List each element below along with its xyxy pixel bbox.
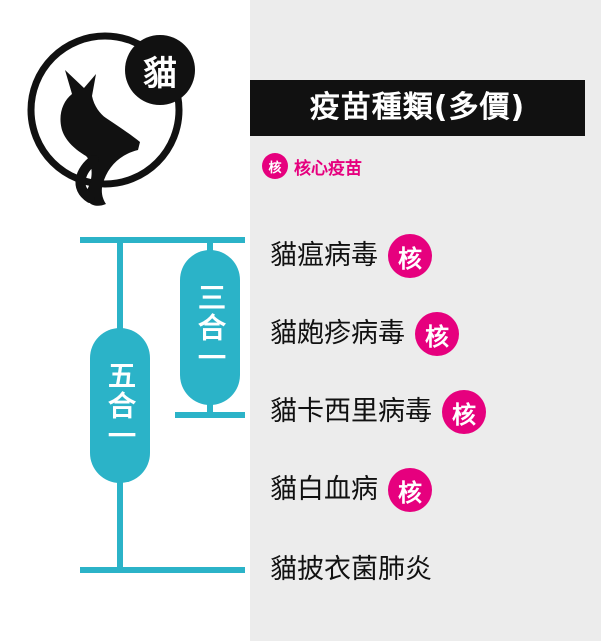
cat-silhouette-icon	[27, 32, 183, 206]
vaccine-item: 貓瘟病毒 核	[270, 234, 432, 278]
vaccine-name: 貓瘟病毒	[270, 240, 378, 271]
vaccine-name: 貓白血病	[270, 474, 378, 505]
legend-label: 核心疫苗	[294, 158, 362, 179]
five-in-one-label: 五合一	[104, 360, 137, 451]
core-legend-badge: 核	[262, 153, 288, 179]
three-in-one-label: 三合一	[194, 282, 227, 373]
vaccine-item: 貓白血病 核	[270, 468, 432, 512]
vaccine-item: 貓卡西里病毒 核	[270, 390, 486, 434]
page-title: 疫苗種類(多價)	[250, 80, 585, 136]
legend: 核 核心疫苗	[262, 152, 362, 180]
three-in-one-capsule	[180, 250, 240, 405]
five-in-one-capsule	[90, 328, 150, 483]
vaccine-item: 貓披衣菌肺炎	[270, 548, 432, 592]
core-badge: 核	[388, 234, 432, 278]
vaccine-name: 貓披衣菌肺炎	[270, 554, 432, 585]
vaccine-item: 貓皰疹病毒 核	[270, 312, 459, 356]
vaccine-name: 貓卡西里病毒	[270, 396, 432, 427]
vaccine-name: 貓皰疹病毒	[270, 318, 405, 349]
category-badge: 貓	[125, 35, 195, 105]
core-badge: 核	[442, 390, 486, 434]
combo-bracket-diagram	[80, 237, 245, 573]
core-badge: 核	[388, 468, 432, 512]
core-badge: 核	[415, 312, 459, 356]
